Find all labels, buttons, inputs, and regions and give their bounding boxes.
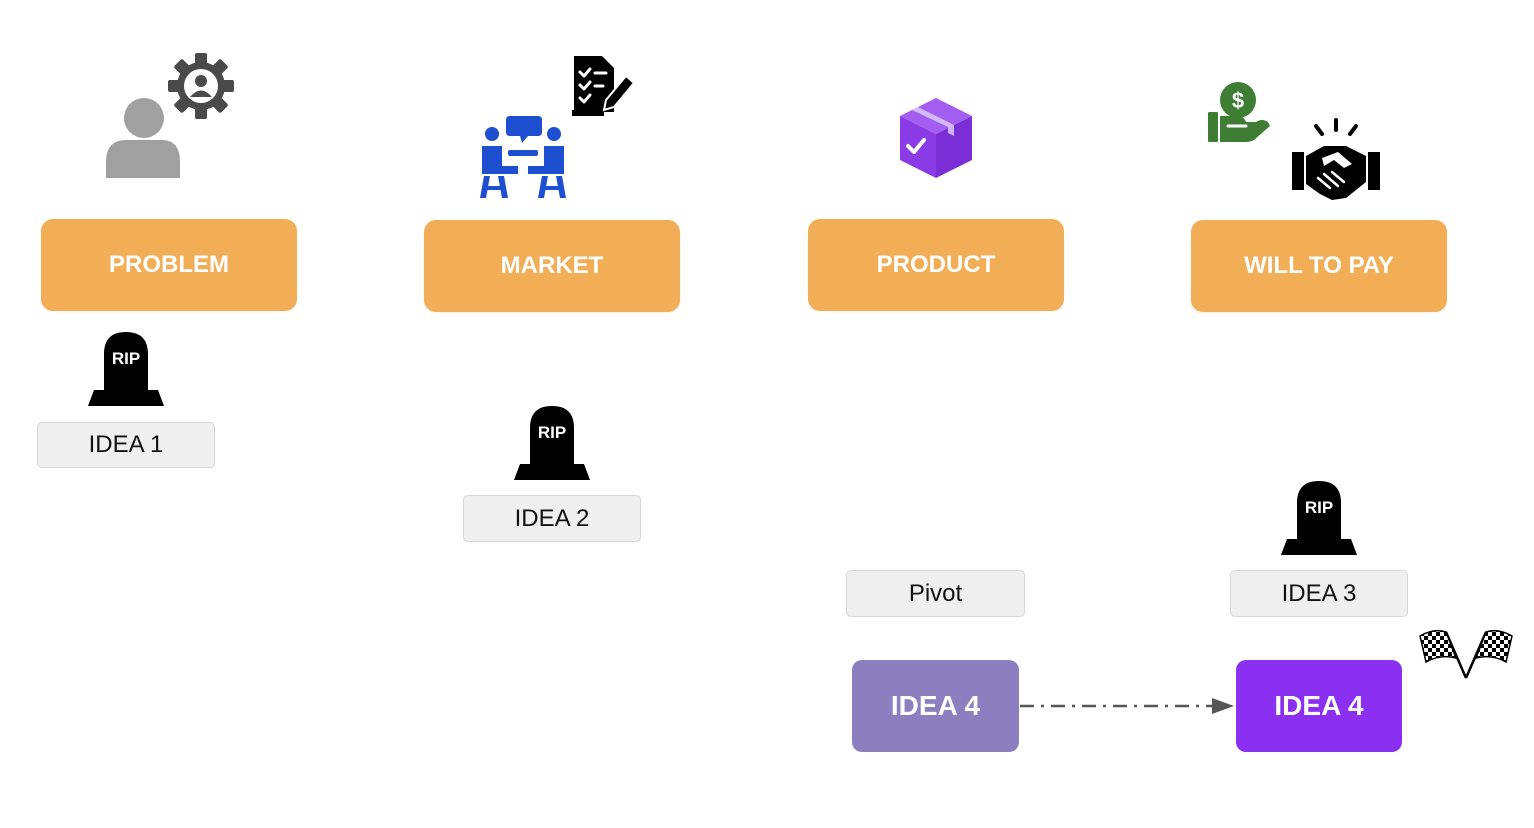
stage-will-to-pay: WILL TO PAY <box>1191 220 1447 312</box>
pivot-label: Pivot <box>908 579 963 607</box>
dash-dot-arrow <box>1020 698 1234 714</box>
gear-icon <box>168 53 234 119</box>
stage-product-label: PRODUCT <box>876 251 996 278</box>
pivot-box: Pivot <box>846 570 1025 617</box>
idea-3-box: IDEA 3 <box>1230 570 1408 617</box>
stage-product: PRODUCT <box>808 219 1064 311</box>
idea-3-label: IDEA 3 <box>1281 579 1357 607</box>
tombstone-text: RIP <box>112 349 140 368</box>
svg-text:$: $ <box>1232 88 1244 113</box>
checkered-flags-icon <box>1419 629 1513 679</box>
checklist-icon <box>572 56 636 116</box>
idea-4-final-box: IDEA 4 <box>1236 660 1402 752</box>
handshake-icon <box>1292 118 1380 200</box>
idea-2-box: IDEA 2 <box>463 495 641 542</box>
package-box-icon <box>900 98 972 178</box>
stage-market-label: MARKET <box>500 252 604 279</box>
person-icon <box>106 98 180 178</box>
idea-2-label: IDEA 2 <box>514 504 590 532</box>
tombstone-text: RIP <box>1305 498 1333 517</box>
tombstone-icon: RIP <box>1281 481 1357 555</box>
stage-market: MARKET <box>424 220 680 312</box>
meeting-chat-icon <box>480 116 566 198</box>
tombstone-icon: RIP <box>514 406 590 480</box>
stage-problem-label: PROBLEM <box>109 251 229 278</box>
stage-problem: PROBLEM <box>41 219 297 311</box>
stage-will-to-pay-label: WILL TO PAY <box>1244 252 1394 279</box>
idea-1-box: IDEA 1 <box>37 422 215 468</box>
idea-4-final-label: IDEA 4 <box>1274 690 1364 721</box>
idea-1-label: IDEA 1 <box>88 431 164 458</box>
tombstone-icon: RIP <box>88 332 164 406</box>
idea-4-pivot-label: IDEA 4 <box>890 690 981 721</box>
idea-4-pivot-box: IDEA 4 <box>852 660 1019 752</box>
money-hand-icon: $ <box>1208 82 1270 142</box>
tombstone-text: RIP <box>538 423 566 442</box>
